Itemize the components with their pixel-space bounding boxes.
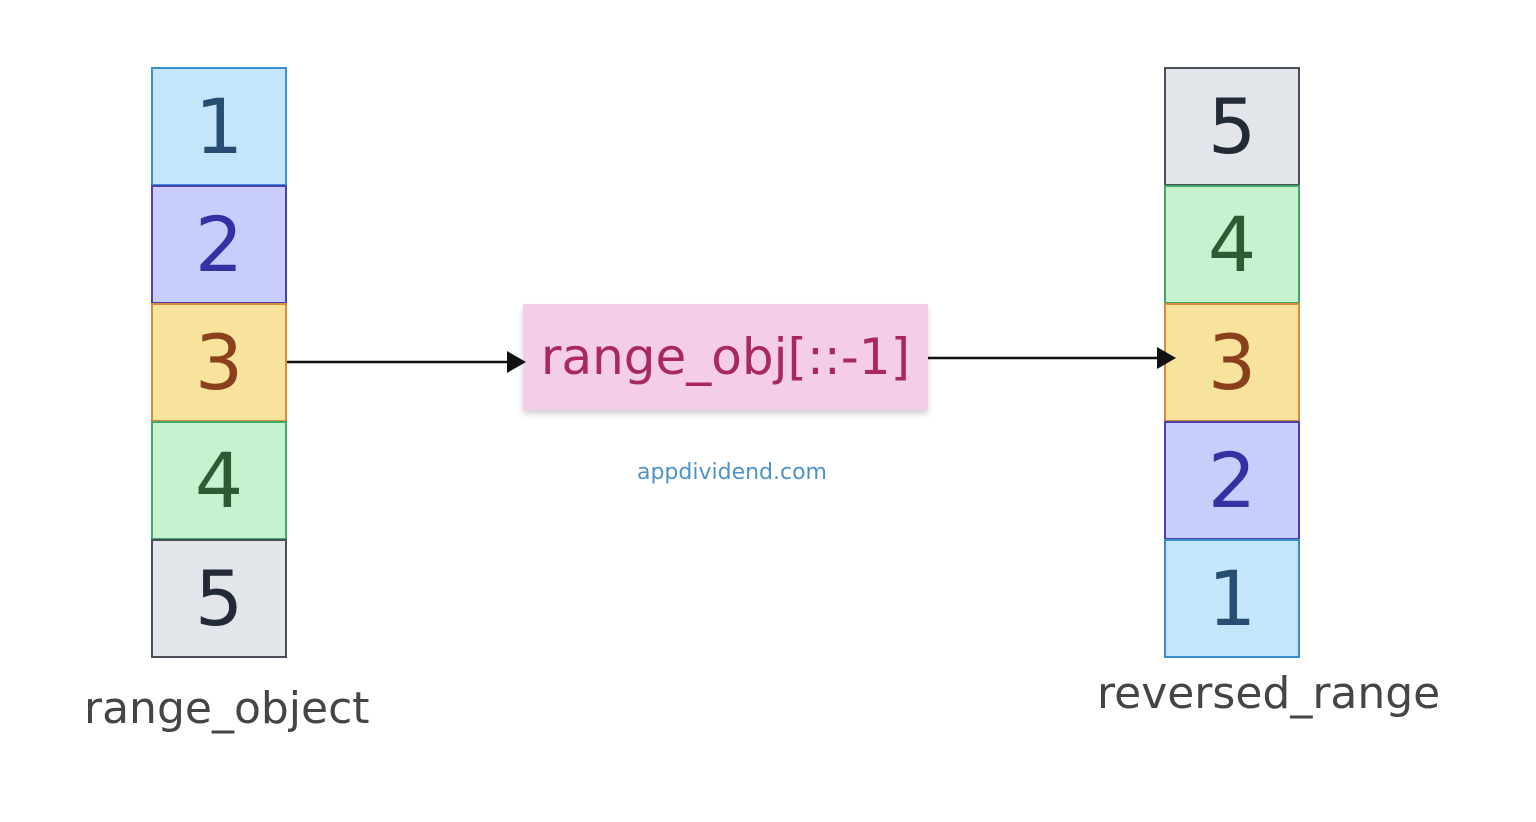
- reversed-range-cell: 2: [1164, 421, 1300, 540]
- range-object-stack: 1 2 3 4 5: [151, 67, 287, 658]
- range-object-cell: 4: [151, 421, 287, 540]
- range-object-cell: 2: [151, 185, 287, 304]
- slice-operation-box: range_obj[::-1]: [523, 304, 928, 410]
- reversed-range-cell: 3: [1164, 303, 1300, 422]
- reversed-range-cell: 5: [1164, 67, 1300, 186]
- slice-operation-label: range_obj[::-1]: [540, 328, 911, 386]
- reversed-range-stack: 5 4 3 2 1: [1164, 67, 1300, 658]
- reversed-range-label: reversed_range: [1097, 668, 1441, 719]
- range-object-cell: 5: [151, 539, 287, 658]
- reversed-range-cell: 1: [1164, 539, 1300, 658]
- range-object-label: range_object: [84, 683, 370, 734]
- watermark: appdividend.com: [636, 460, 827, 485]
- reversed-range-cell: 4: [1164, 185, 1300, 304]
- range-object-cell: 3: [151, 303, 287, 422]
- range-object-cell: 1: [151, 67, 287, 186]
